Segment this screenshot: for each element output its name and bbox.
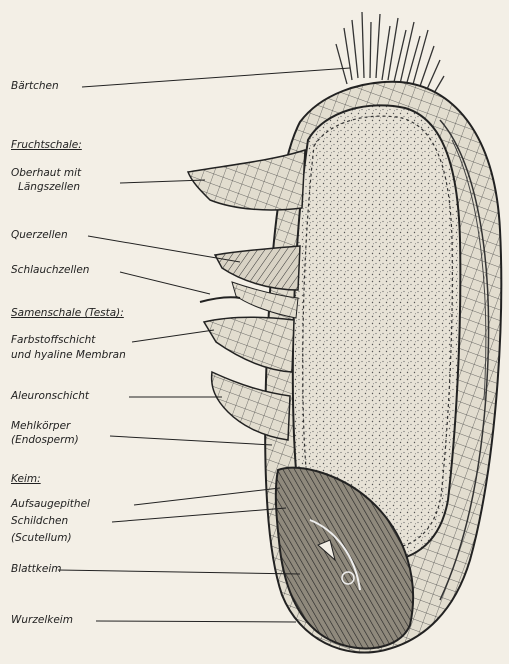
- label-mehl-2: (Endosperm): [11, 434, 79, 447]
- label-wurzelkeim: Wurzelkeim: [11, 614, 73, 627]
- label-farbstoff-1: Farbstoffschicht: [11, 334, 95, 347]
- label-oberhaut-1: Oberhaut mit: [11, 167, 81, 180]
- label-querzellen: Querzellen: [11, 229, 68, 242]
- label-aufsaugepithel: Aufsaugepithel: [11, 498, 90, 511]
- label-samenschale: Samenschale (Testa):: [11, 307, 124, 320]
- label-fruchtschale: Fruchtschale:: [11, 139, 82, 152]
- label-aleuron: Aleuronschicht: [11, 390, 89, 403]
- label-schildchen-1: Schildchen: [11, 515, 68, 528]
- flap-testa: [200, 297, 240, 302]
- label-schlauchzellen: Schlauchzellen: [11, 264, 89, 277]
- flap-oberhaut: [188, 150, 305, 210]
- label-baertchen: Bärtchen: [11, 80, 59, 93]
- label-keim: Keim:: [11, 473, 41, 486]
- flap-querzellen: [215, 246, 300, 290]
- label-mehl-1: Mehlkörper: [11, 420, 70, 433]
- label-blattkeim: Blattkeim: [11, 563, 61, 576]
- label-oberhaut-2: Längszellen: [18, 181, 80, 194]
- label-schildchen-2: (Scutellum): [11, 532, 72, 545]
- flap-farbstoff: [204, 317, 294, 372]
- label-farbstoff-2: und hyaline Membran: [11, 349, 126, 362]
